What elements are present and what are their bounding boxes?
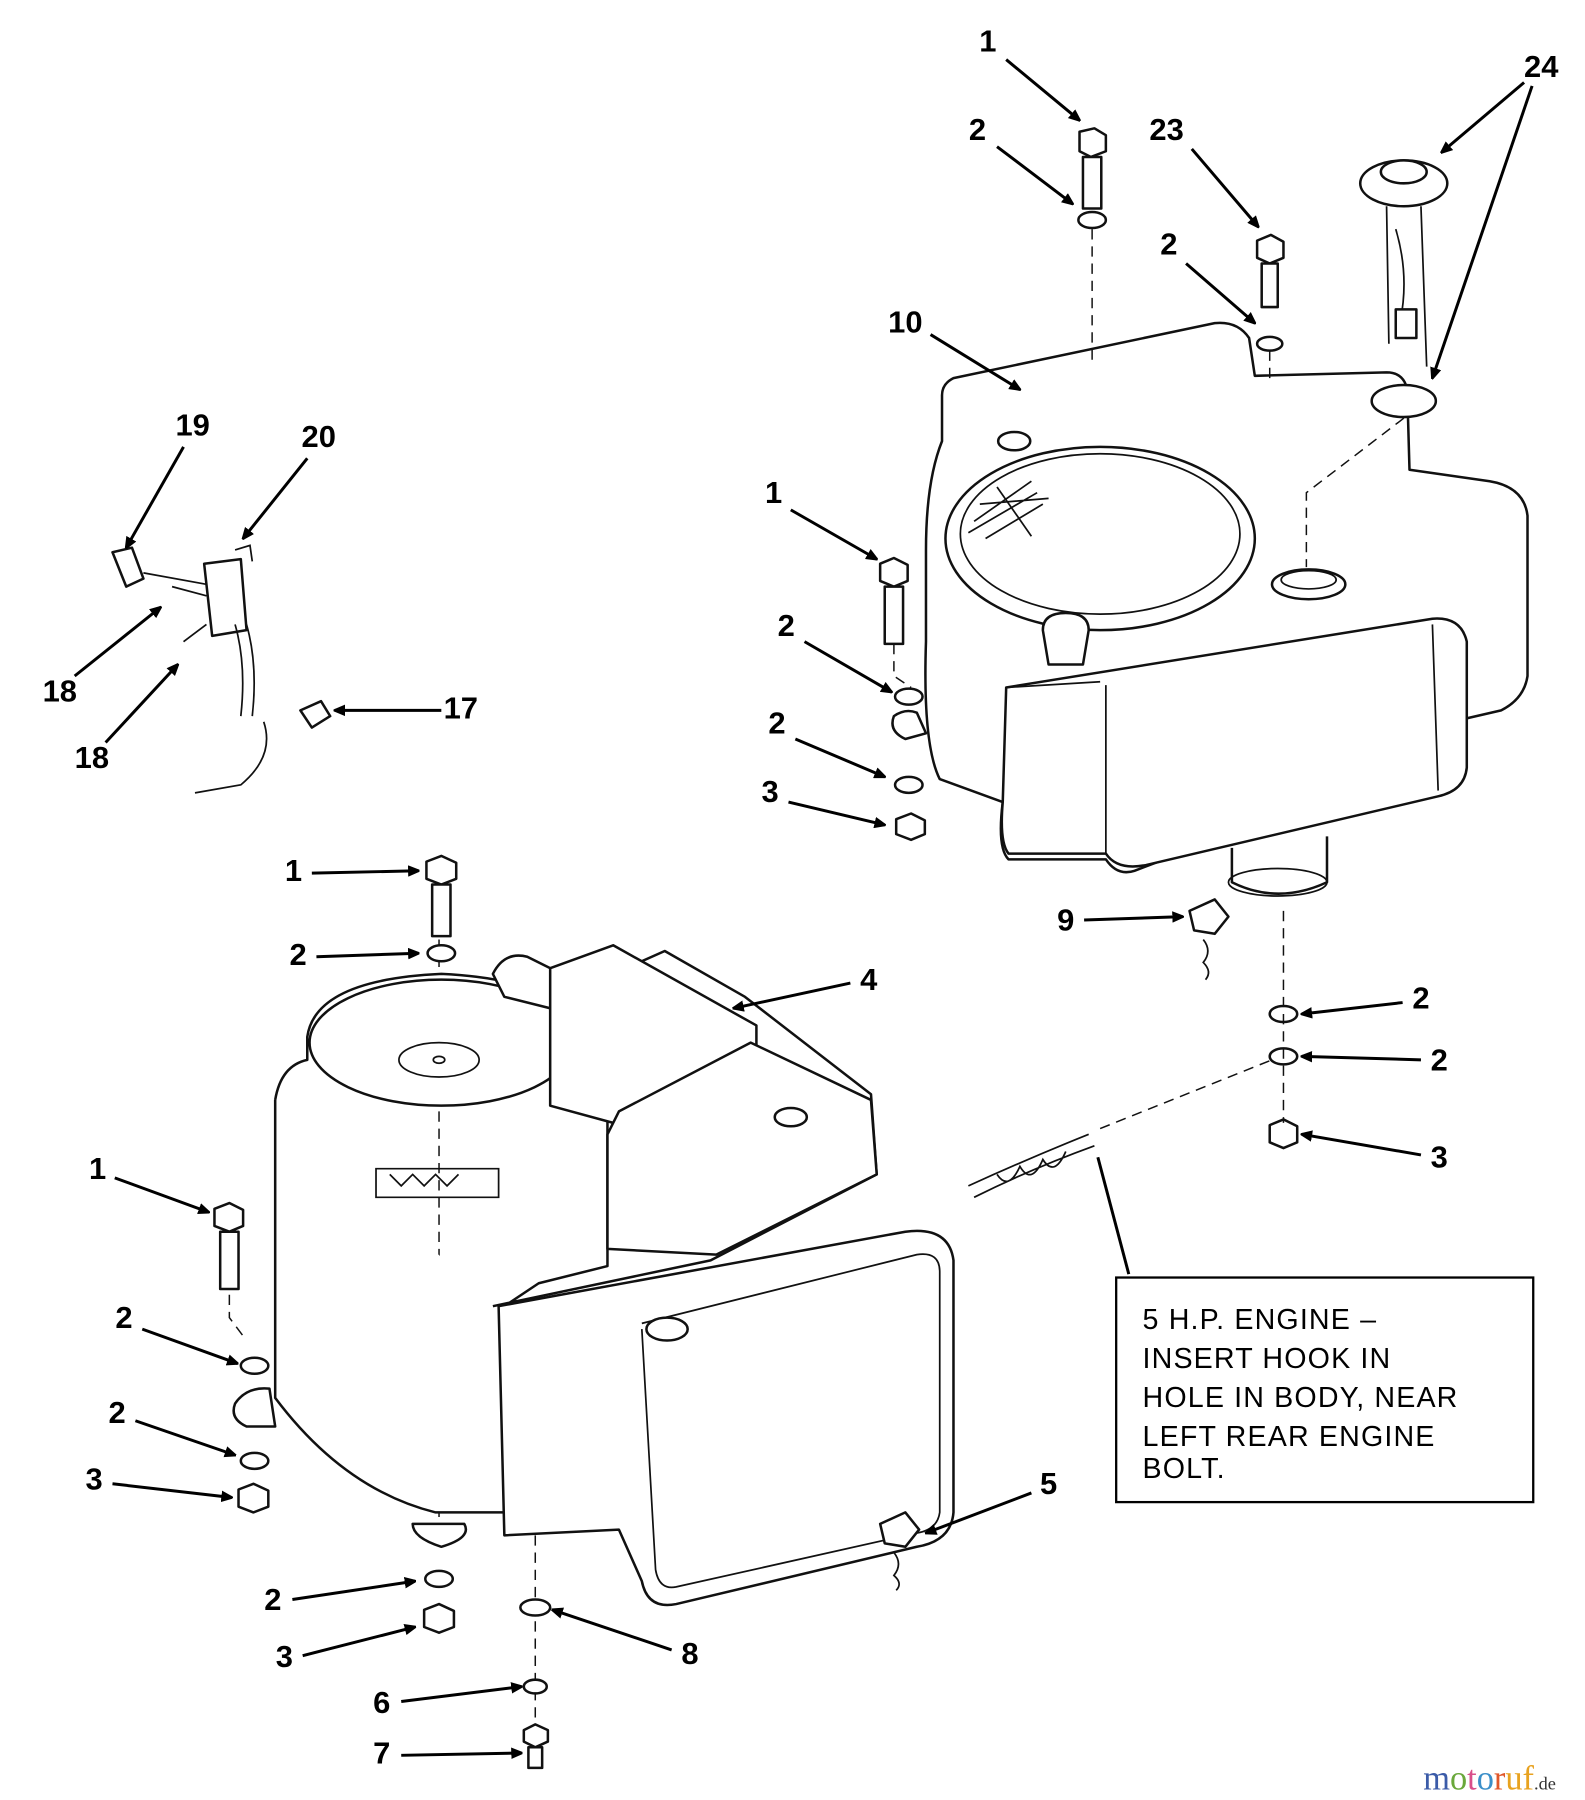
logo-letter: m [1423,1760,1450,1798]
logo-letter: f [1523,1760,1535,1798]
callout-2: 2 [115,1300,132,1335]
callout-24: 24 [1524,49,1559,84]
logo-letter: t [1467,1760,1477,1798]
callout-1: 1 [285,853,302,888]
callout-23: 23 [1149,112,1183,147]
callout-1: 1 [979,24,996,59]
note-line: INSERT HOOK IN [1143,1343,1392,1375]
switch-assembly [111,544,332,794]
note-line: HOLE IN BODY, NEAR [1143,1382,1459,1414]
hardware-top-right [878,127,1449,1199]
logo-letter: o [1477,1760,1494,1798]
callout-20: 20 [302,419,336,454]
note-line: LEFT REAR ENGINE [1143,1421,1436,1453]
note-line: 5 H.P. ENGINE – [1143,1304,1378,1336]
leader-arrows [73,58,1534,1756]
callout-2: 2 [778,608,795,643]
hardware-bottom-left [213,854,921,1770]
callout-2: 2 [969,112,986,147]
callout-6: 6 [373,1685,390,1720]
callout-5: 5 [1040,1466,1057,1501]
callout-2: 2 [108,1395,125,1430]
callout-3: 3 [276,1639,293,1674]
note-box: 5 H.P. ENGINE – INSERT HOOK IN HOLE IN B… [1115,1276,1535,1504]
callout-2: 2 [768,705,785,740]
callout-2: 2 [264,1582,281,1617]
svg-text:motoruf.de: motoruf.de [1423,1760,1556,1798]
callout-2: 2 [1160,227,1177,262]
callout-7: 7 [373,1735,390,1770]
callout-4: 4 [860,962,878,997]
watermark-logo: motoruf.de [1423,1760,1556,1798]
callout-2: 2 [1412,980,1429,1015]
callout-9: 9 [1057,903,1074,938]
logo-letter: u [1505,1760,1522,1798]
callout-1: 1 [89,1151,106,1186]
callout-17: 17 [444,691,478,726]
callout-1: 1 [765,475,782,510]
callout-3: 3 [762,774,779,809]
callout-19: 19 [175,408,209,443]
engine-bottom-left [232,943,955,1607]
callout-8: 8 [681,1636,698,1671]
note-line: BOLT. [1143,1453,1226,1485]
callout-numbers: 1 2 23 2 24 10 1 2 2 3 9 2 2 3 19 20 18 … [43,24,1560,1771]
callout-18: 18 [75,740,109,775]
callout-18: 18 [43,673,77,708]
callout-3: 3 [86,1462,103,1497]
logo-suffix: .de [1534,1774,1556,1794]
logo-letter: r [1494,1760,1506,1798]
logo-letter: o [1450,1760,1467,1798]
callout-2: 2 [1431,1042,1448,1077]
engine-top-right [891,321,1529,897]
callout-3: 3 [1431,1140,1448,1175]
callout-10: 10 [888,304,922,339]
callout-2: 2 [289,937,306,972]
